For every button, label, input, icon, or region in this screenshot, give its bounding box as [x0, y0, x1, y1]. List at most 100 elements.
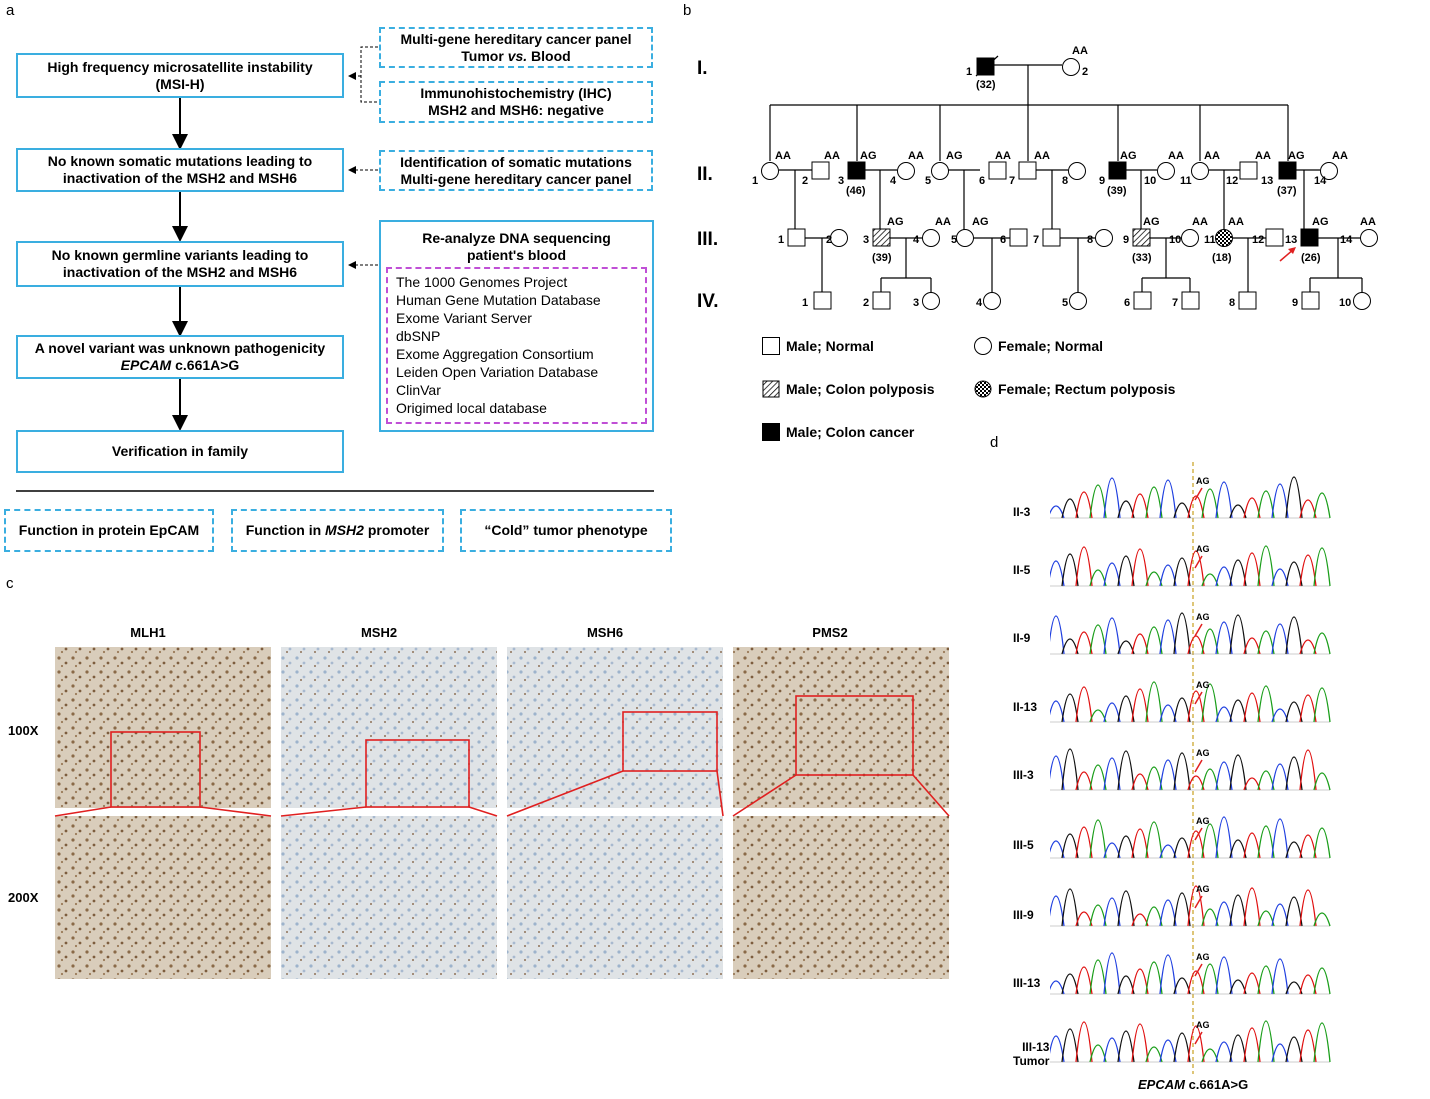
pedigree-genotype: AA	[1034, 150, 1050, 162]
pedigree-female-normal	[1320, 162, 1338, 180]
pedigree-number: 4	[890, 175, 897, 187]
trace-sample-label-tumor: III-13 Tumor	[1013, 1040, 1049, 1068]
pedigree-number: 8	[1062, 175, 1068, 187]
pedigree-number: 10	[1144, 175, 1156, 187]
pedigree-male-normal	[872, 291, 891, 310]
pedigree-genotype: AA	[1204, 150, 1220, 162]
pedigree-male-normal	[1239, 161, 1258, 180]
pedigree-female-normal	[1068, 162, 1086, 180]
pedigree-female-normal	[922, 229, 940, 247]
side-box-ihc: Immunohistochemistry (IHC) MSH2 and MSH6…	[379, 81, 653, 123]
variant-notation: c.661A>G	[171, 357, 240, 373]
pedigree-number: 5	[925, 175, 931, 187]
pedigree-number: 3	[863, 234, 869, 246]
pedigree-female-normal	[922, 292, 940, 310]
ihc-figure	[54, 647, 950, 979]
pedigree-male-cancer	[1278, 161, 1297, 180]
database-item: Origimed local database	[396, 400, 547, 416]
pedigree-number: 13	[1261, 175, 1273, 187]
ihc-image-mlh1-100x	[55, 647, 271, 808]
flowchart-connectors	[16, 46, 654, 492]
side-box-panel-vs: vs.	[507, 47, 528, 64]
legend-circle-open-icon	[974, 337, 992, 355]
database-item: The 1000 Genomes Project	[396, 274, 568, 290]
side-box-somatic-id: Identification of somatic mutations Mult…	[379, 150, 653, 191]
pedigree-male-cancer	[847, 161, 866, 180]
pedigree-number: 7	[1033, 234, 1039, 246]
pedigree-genotype: AA	[1072, 45, 1088, 57]
pedigree-male-normal	[811, 161, 830, 180]
promoter-text-a: Function in	[245, 522, 326, 538]
zoom-box	[622, 711, 718, 772]
zoom-box	[110, 731, 201, 808]
panel-label-b: b	[683, 2, 692, 19]
pedigree-number: 6	[1124, 297, 1130, 309]
pedigree-genotype: AG	[860, 150, 877, 162]
pedigree-number: 10	[1169, 234, 1181, 246]
trace-sample-label: III-3	[1013, 768, 1034, 782]
pedigree-female-normal	[1069, 292, 1087, 310]
side-box-ihc-line2: MSH2 and MSH6: negative	[428, 102, 604, 118]
pedigree-genotype: AA	[908, 150, 924, 162]
pedigree-genotype: AA	[1360, 216, 1376, 228]
pedigree-female-normal	[1095, 229, 1113, 247]
ihc-marker-label: PMS2	[812, 625, 848, 640]
pedigree-female-normal	[983, 292, 1001, 310]
database-item: ClinVar	[396, 382, 441, 398]
flow-box-germline-line1: No known germline variants leading to	[51, 247, 309, 263]
legend-circle-checkered-icon	[974, 380, 992, 398]
pedigree-male-normal	[787, 228, 806, 247]
pedigree-male-normal	[1265, 228, 1284, 247]
pedigree-age: (33)	[1132, 252, 1152, 264]
zoom-box	[795, 695, 914, 776]
pedigree-age: (39)	[1107, 185, 1127, 197]
pedigree-female-normal	[1181, 229, 1199, 247]
pedigree-male-normal	[1009, 228, 1028, 247]
pedigree-number: 4	[913, 234, 920, 246]
pedigree-number: 9	[1099, 175, 1105, 187]
side-box-ihc-line1: Immunohistochemistry (IHC)	[420, 85, 612, 101]
reanalyze-title-line2: patient's blood	[467, 247, 566, 263]
ihc-image-msh2-100x	[281, 647, 497, 808]
side-box-panel-blood: Blood	[527, 47, 571, 64]
pedigree-age: (18)	[1212, 252, 1232, 264]
ihc-image-pms2-200x	[733, 816, 949, 979]
pedigree-male-cancer	[976, 57, 995, 76]
variant-gene-name: EPCAM	[120, 357, 172, 373]
pedigree-genotype: AG	[1143, 216, 1160, 228]
side-box-panel: Multi-gene hereditary cancer panel Tumor…	[379, 27, 653, 68]
database-item: Exome Variant Server	[396, 310, 532, 326]
generation-label: IV.	[697, 291, 719, 312]
ihc-marker-label: MSH2	[360, 625, 398, 640]
side-box-panel-tumor: Tumor	[461, 47, 508, 64]
zoom-box	[365, 739, 470, 808]
pedigree-genotype: AA	[1168, 150, 1184, 162]
pedigree-female-normal	[830, 229, 848, 247]
pedigree-number: 4	[976, 297, 983, 309]
reanalyze-title: Re-analyze DNA sequencing patient's bloo…	[381, 230, 652, 264]
database-item: Exome Aggregation Consortium	[396, 346, 594, 362]
legend-female-polyposis: Female; Rectum polyposis	[974, 380, 1175, 398]
ihc-marker-label: MLH1	[130, 625, 166, 640]
database-list: The 1000 Genomes Project Human Gene Muta…	[386, 267, 647, 424]
pedigree-genotype: AA	[1332, 150, 1348, 162]
pedigree-number: 3	[838, 175, 844, 187]
pedigree-number: 5	[951, 234, 957, 246]
pedigree-age: (37)	[1277, 185, 1297, 197]
pedigree-lines	[769, 55, 1363, 298]
pedigree-male-normal	[1042, 228, 1061, 247]
panel-label-d: d	[990, 434, 999, 451]
variant-call-label: AG	[1196, 544, 1210, 554]
pedigree-genotype: AG	[1288, 150, 1305, 162]
generation-label: II.	[697, 164, 713, 185]
reanalyze-title-line1: Re-analyze DNA sequencing	[422, 230, 611, 246]
panel-label-a: a	[6, 2, 15, 19]
pedigree-number: 10	[1339, 297, 1351, 309]
variant-call-label: AG	[1196, 816, 1210, 826]
legend-male-cancer-label: Male; Colon cancer	[786, 424, 915, 440]
pedigree-number: 6	[979, 175, 985, 187]
pedigree-number: 5	[1062, 297, 1068, 309]
trace-sample-label: III-5	[1013, 838, 1034, 852]
variant-call-label: AG	[1196, 748, 1210, 758]
